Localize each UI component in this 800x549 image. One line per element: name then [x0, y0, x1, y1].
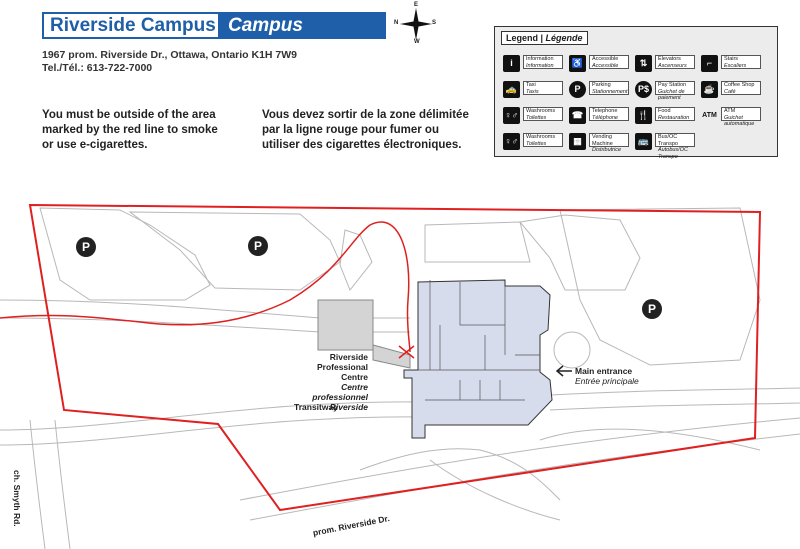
- parking-icon: P: [569, 81, 586, 98]
- legend-label-en: Accessible: [592, 56, 619, 62]
- legend-label-en: Stairs: [724, 56, 739, 62]
- taxi-icon: 🚕: [503, 81, 520, 98]
- address: 1967 prom. Riverside Dr., Ottawa, Ontari…: [42, 49, 297, 61]
- legend-label-fr: Café: [724, 88, 736, 95]
- legend-label-fr: Toilettes: [526, 140, 547, 147]
- compass-icon: E N S W: [394, 2, 437, 45]
- parking-icon: P: [76, 237, 96, 257]
- notice-line: marked by the red line to smoke: [42, 124, 218, 136]
- legend-label-fr: Restauration: [658, 114, 690, 121]
- smyth-rd-label: ch. Smyth Rd.: [12, 470, 22, 527]
- legend-label-en: Vending Machine: [592, 134, 613, 147]
- compass-e: S: [432, 20, 437, 26]
- campus-title-en: Riverside Campus: [42, 12, 220, 39]
- notice-line: or use e-cigarettes.: [42, 139, 148, 151]
- legend-label-fr: Toilettes: [526, 114, 547, 121]
- legend-label-fr: Guichet automatique: [724, 114, 755, 128]
- transitway-label: Transitway: [294, 402, 338, 412]
- pay-station-icon: P$: [635, 81, 652, 98]
- notice-line: You must be outside of the area: [42, 109, 216, 121]
- legend-label-fr: Ascenseurs: [658, 62, 687, 69]
- label-line: Professional Centre: [316, 362, 368, 382]
- phone: Tel./Tél.: 613-722-7000: [42, 62, 153, 74]
- legend-label-en: Coffee Shop: [724, 82, 755, 88]
- coffee-shop-icon: ☕: [701, 81, 718, 98]
- legend-label-en: Washrooms: [526, 134, 556, 140]
- legend-title: Legend | Légende: [501, 31, 588, 45]
- legend-label-fr: Téléphone: [592, 114, 618, 121]
- legend-label-en: ATM: [724, 108, 736, 114]
- washrooms-accessible-icon: ♀♂: [503, 133, 520, 150]
- washrooms-icon: ♀♂: [503, 107, 520, 124]
- label-line: Riverside: [329, 402, 368, 412]
- compass-n: E: [414, 2, 419, 8]
- legend-label-en: Washrooms: [526, 108, 556, 114]
- legend-label-fr: Guichet de paiement: [658, 88, 685, 102]
- food-icon: 🍴: [635, 107, 652, 124]
- compass-w: N: [394, 20, 399, 26]
- parking-icon: P: [248, 236, 268, 256]
- legend-label-en: Bus/OC Transpo: [658, 134, 678, 147]
- legend-title-fr: Légende: [545, 33, 583, 43]
- legend-label-en: Pay Station: [658, 82, 687, 88]
- legend-label-en: Taxi: [526, 82, 536, 88]
- legend-title-en: Legend: [506, 33, 539, 43]
- campus-map: [0, 203, 800, 549]
- legend-label-en: Parking: [592, 82, 611, 88]
- label-line: Centre professionnel: [312, 382, 368, 402]
- accessible-icon: ♿: [569, 55, 586, 72]
- legend-label-fr: Distributrice: [592, 147, 622, 153]
- information-icon: i: [503, 55, 520, 72]
- professional-centre-label: Riverside Professional Centre Centre pro…: [296, 352, 368, 412]
- vending-machine-icon: ▦: [569, 133, 586, 150]
- legend-label-en: Food: [658, 108, 671, 114]
- parking-icon: P: [642, 299, 662, 319]
- legend-label-fr: Escaliers: [724, 62, 747, 69]
- legend-label-en: Elevators: [658, 56, 681, 62]
- compass-s: W: [414, 39, 420, 45]
- label-line: Main entrance: [575, 366, 633, 376]
- telephone-icon: ☎: [569, 107, 586, 124]
- smoking-notice-fr: Vous devez sortir de la zone délimitée p…: [262, 108, 469, 153]
- campus-title-fr: Campus Riverside: [220, 12, 386, 63]
- notice-line: Vous devez sortir de la zone délimitée: [262, 109, 469, 121]
- notice-line: par la ligne rouge pour fumer ou: [262, 124, 439, 136]
- smoking-notice-en: You must be outside of the area marked b…: [42, 108, 218, 153]
- atm-icon: ATM: [702, 112, 717, 119]
- notice-line: utiliser des cigarettes électroniques.: [262, 139, 462, 151]
- legend-label-fr: Autobus/OC Transpo: [658, 147, 688, 160]
- legend-label-fr: Stationnement: [592, 88, 628, 95]
- legend-label-fr: Accessible: [592, 62, 619, 69]
- label-line: Riverside: [329, 352, 368, 362]
- legend-label-fr: Taxis: [526, 88, 539, 95]
- stairs-icon: ⌐: [701, 55, 718, 72]
- legend-label-en: Information: [526, 56, 554, 62]
- legend-label-fr: Information: [526, 62, 554, 69]
- legend-label-en: Telephone: [592, 108, 618, 114]
- main-entrance-label: Main entrance Entrée principale: [575, 366, 639, 386]
- bus-icon: 🚌: [635, 133, 652, 150]
- label-line: Entrée principale: [575, 376, 639, 386]
- elevators-icon: ⇅: [635, 55, 652, 72]
